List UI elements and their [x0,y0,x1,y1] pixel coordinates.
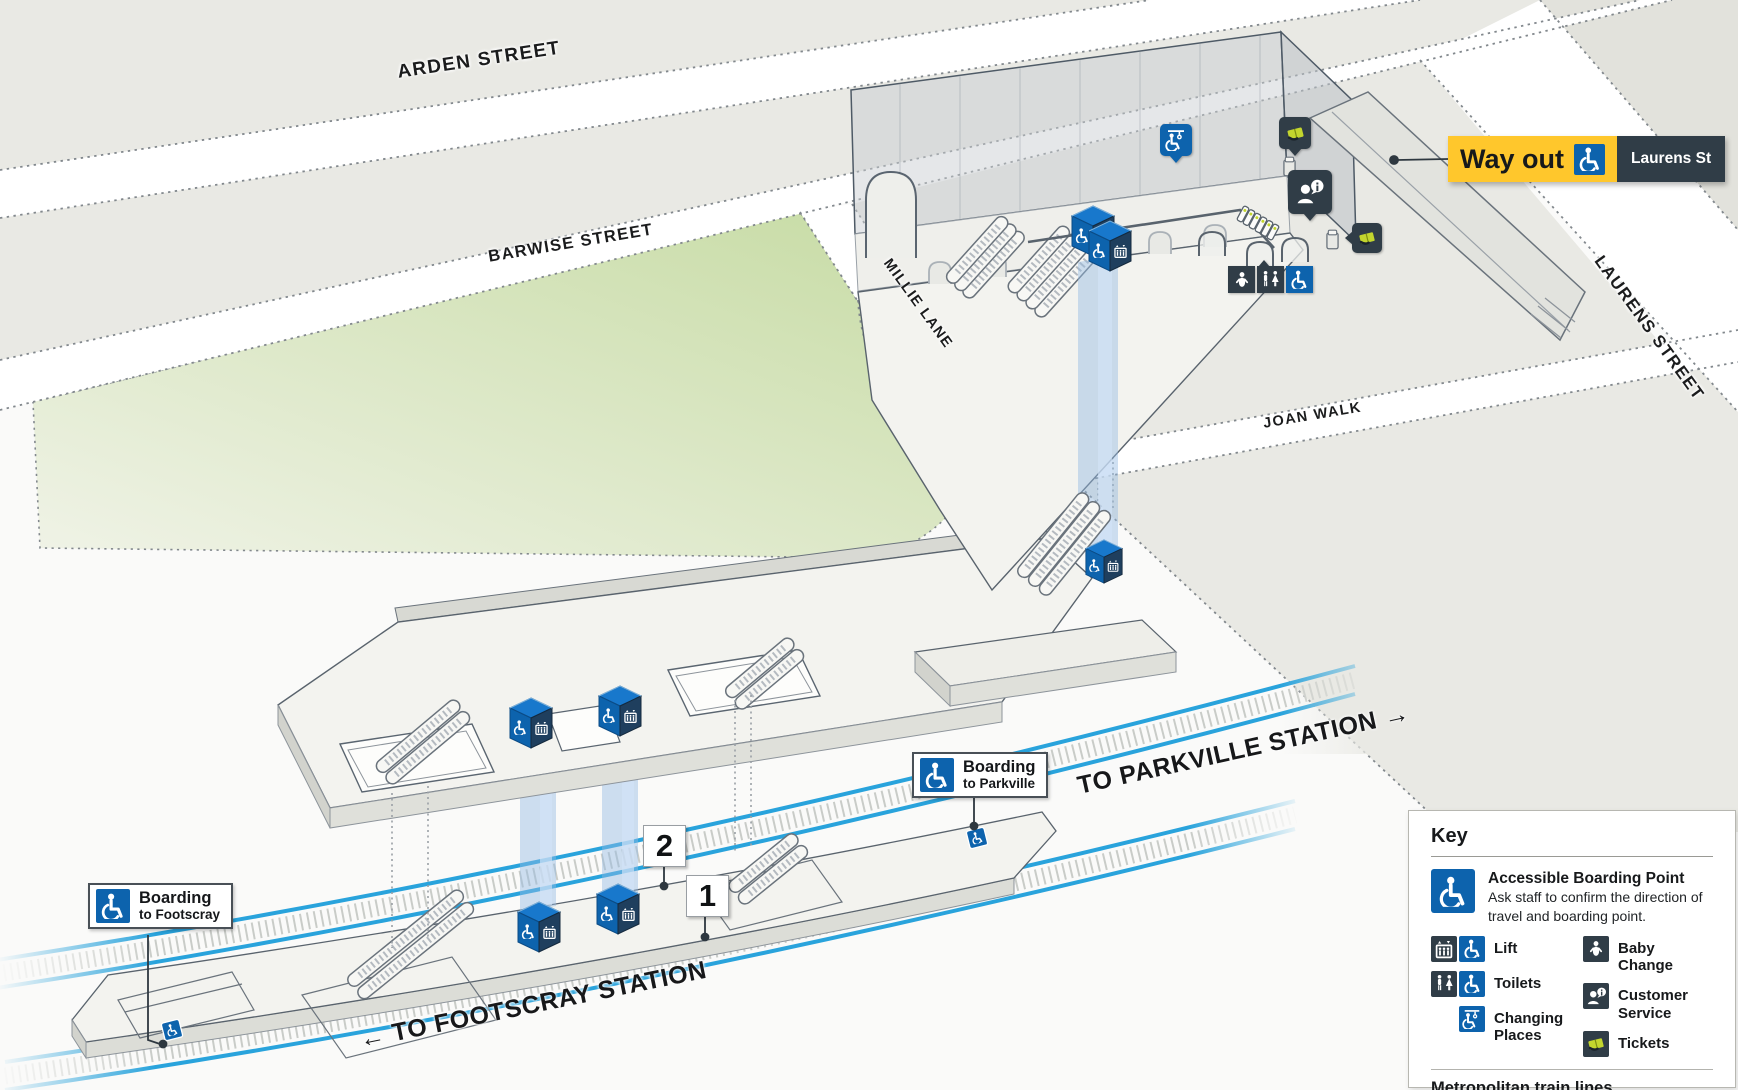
key-abp-title: Accessible Boarding Point [1488,870,1685,887]
concourse-lift-cube [1089,221,1131,271]
mezzanine-lift-cube [510,698,552,748]
railway-tracks [0,664,1358,1090]
accessible-boarding-marker-parkville [966,827,988,849]
key-item-customer-service: Customer Service [1583,983,1713,1022]
divider [1431,856,1713,857]
leader-lines [147,155,1449,1049]
toilets-icon [1431,970,1457,997]
track-fade-right-lower [1188,762,1306,870]
boarding-subtitle: to Footscray [139,906,221,922]
mezzanine-level [277,523,1178,829]
tickets-icon [1285,123,1306,144]
changing-places-pin [1160,124,1192,156]
divider [1431,1068,1713,1070]
key-accessible-boarding: Accessible Boarding Point Ask staff to c… [1431,869,1713,925]
accessible-toilet-icon [1286,266,1313,293]
laurens-ramp [1308,91,1586,342]
tickets-icon [1357,228,1377,248]
key-title: Key [1431,825,1468,847]
track-fade-right-upper [1280,636,1395,754]
accessible-icon [1459,935,1485,962]
key-train-lines-title: Metropolitan train lines [1431,1078,1613,1090]
accessible-boarding-icon [1431,869,1475,913]
accessible-icon [1574,143,1605,175]
boarding-subtitle: to Parkville [963,775,1036,791]
portal-arch [865,170,917,258]
accessible-icon [1459,970,1485,997]
tickets-pin [1352,223,1382,253]
lift-icon [1431,935,1457,962]
boarding-sign-footscray: Boarding to Footscray [88,883,234,929]
platform-1-label: 1 [686,875,729,917]
joanwalk-lift-cube [1086,540,1122,583]
platform-lift-cube [597,884,639,934]
platform-lift-cube [518,902,560,952]
key-item-lift: Lift [1431,935,1583,962]
concourse-floor [857,232,1304,592]
way-out-destination: Laurens St [1617,136,1726,182]
boarding-title: Boarding [139,888,212,907]
accessible-boarding-marker-footscray [161,1019,183,1041]
tickets-pin [1279,117,1311,149]
changing-places-icon [1165,129,1187,151]
fare-gates [1198,205,1309,266]
boarding-title: Boarding [963,757,1036,776]
ticket-machine [1326,229,1339,250]
toilets-icon [1257,266,1284,293]
customer-service-icon [1583,983,1609,1010]
baby-change-icon [1583,935,1609,962]
platform-2-label: 2 [643,825,686,867]
customer-service-icon [1295,179,1325,206]
tickets-icon [1583,1030,1609,1057]
boarding-sign-parkville: Boarding to Parkville [912,752,1049,798]
key-item-changing-places: Changing Places [1431,1005,1583,1045]
mezzanine-lift-cube [599,686,641,736]
way-out-label: Way out [1460,143,1564,174]
concourse-building [850,30,1586,598]
accessible-icon [96,889,130,923]
key-item-toilets: Toilets [1431,970,1583,997]
key-item-baby-change: Baby Change [1583,935,1713,975]
key-abp-description: Ask staff to confirm the direction of tr… [1488,889,1703,924]
customer-service-pin [1288,170,1332,214]
way-out-sign: Way out Laurens St [1448,136,1726,182]
key-panel: Key Accessible Boarding Point Ask staff … [1408,810,1736,1090]
accessible-icon [920,758,954,792]
key-item-tickets: Tickets [1583,1030,1713,1057]
toilets-sign-row [1228,260,1313,293]
changing-places-icon [1459,1005,1485,1032]
baby-change-icon [1228,266,1255,293]
